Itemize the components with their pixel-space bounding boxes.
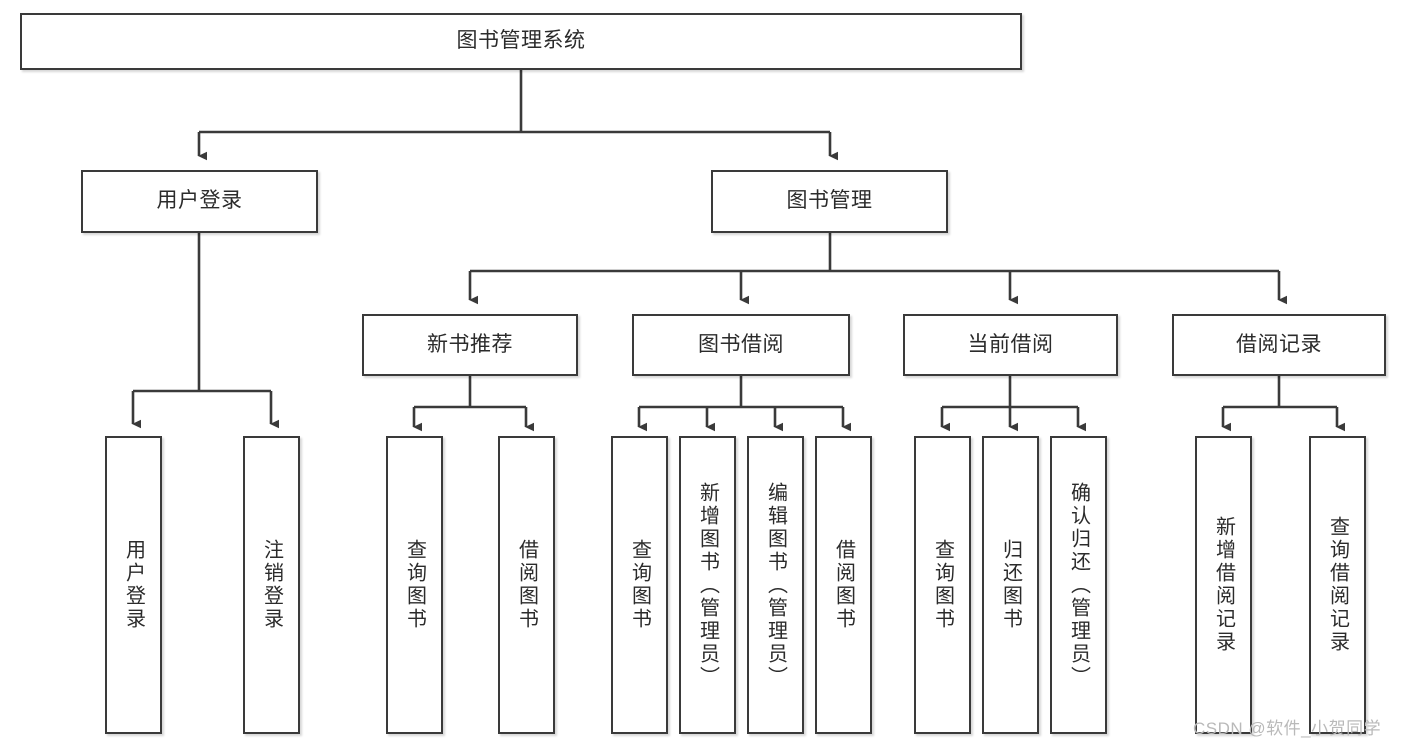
node-book-management-label: 图书管理 bbox=[786, 189, 873, 213]
node-leaf-user-login-label: 用户登录 bbox=[122, 539, 145, 631]
node-leaf-confirm-return-label: 确认归还（管理员） bbox=[1067, 481, 1090, 689]
node-leaf-query-book-3-label: 查询图书 bbox=[931, 539, 954, 631]
node-user-login-label: 用户登录 bbox=[156, 189, 243, 213]
node-leaf-user-logout[interactable]: 注销登录 bbox=[243, 436, 300, 734]
node-user-login[interactable]: 用户登录 bbox=[81, 170, 318, 233]
node-leaf-add-book[interactable]: 新增图书（管理员） bbox=[679, 436, 736, 734]
node-leaf-query-book-1-label: 查询图书 bbox=[403, 539, 426, 631]
node-leaf-edit-book-label: 编辑图书（管理员） bbox=[764, 481, 787, 689]
node-new-book-recommend[interactable]: 新书推荐 bbox=[362, 314, 578, 376]
node-leaf-user-login[interactable]: 用户登录 bbox=[105, 436, 162, 734]
node-leaf-borrow-book-2[interactable]: 借阅图书 bbox=[815, 436, 872, 734]
node-current-borrow-label: 当前借阅 bbox=[967, 332, 1054, 356]
node-leaf-add-book-label: 新增图书（管理员） bbox=[696, 481, 719, 689]
node-leaf-query-book-3[interactable]: 查询图书 bbox=[914, 436, 971, 734]
node-borrow-record-label: 借阅记录 bbox=[1236, 332, 1322, 356]
node-leaf-add-record-label: 新增借阅记录 bbox=[1212, 516, 1235, 654]
node-leaf-return-book-label: 归还图书 bbox=[999, 539, 1022, 631]
node-leaf-query-record[interactable]: 查询借阅记录 bbox=[1309, 436, 1366, 734]
node-leaf-borrow-book-2-label: 借阅图书 bbox=[832, 539, 855, 631]
node-root-system[interactable]: 图书管理系统 bbox=[20, 13, 1022, 70]
node-borrow-record[interactable]: 借阅记录 bbox=[1172, 314, 1386, 376]
node-book-management[interactable]: 图书管理 bbox=[711, 170, 948, 233]
node-leaf-edit-book[interactable]: 编辑图书（管理员） bbox=[747, 436, 804, 734]
node-root-label: 图书管理系统 bbox=[456, 29, 586, 53]
node-leaf-borrow-book-1[interactable]: 借阅图书 bbox=[498, 436, 555, 734]
node-leaf-query-book-2-label: 查询图书 bbox=[628, 539, 651, 631]
node-leaf-user-logout-label: 注销登录 bbox=[260, 539, 283, 631]
node-leaf-add-record[interactable]: 新增借阅记录 bbox=[1195, 436, 1252, 734]
node-new-book-recommend-label: 新书推荐 bbox=[427, 332, 513, 356]
node-current-borrow[interactable]: 当前借阅 bbox=[903, 314, 1118, 376]
node-leaf-return-book[interactable]: 归还图书 bbox=[982, 436, 1039, 734]
node-leaf-borrow-book-1-label: 借阅图书 bbox=[515, 539, 538, 631]
node-book-borrow[interactable]: 图书借阅 bbox=[632, 314, 850, 376]
node-book-borrow-label: 图书借阅 bbox=[698, 332, 784, 356]
node-leaf-query-book-1[interactable]: 查询图书 bbox=[386, 436, 443, 734]
node-leaf-query-record-label: 查询借阅记录 bbox=[1326, 516, 1349, 654]
node-leaf-query-book-2[interactable]: 查询图书 bbox=[611, 436, 668, 734]
node-leaf-confirm-return[interactable]: 确认归还（管理员） bbox=[1050, 436, 1107, 734]
csdn-watermark: CSDN @软件_小贺同学 bbox=[1193, 719, 1382, 738]
